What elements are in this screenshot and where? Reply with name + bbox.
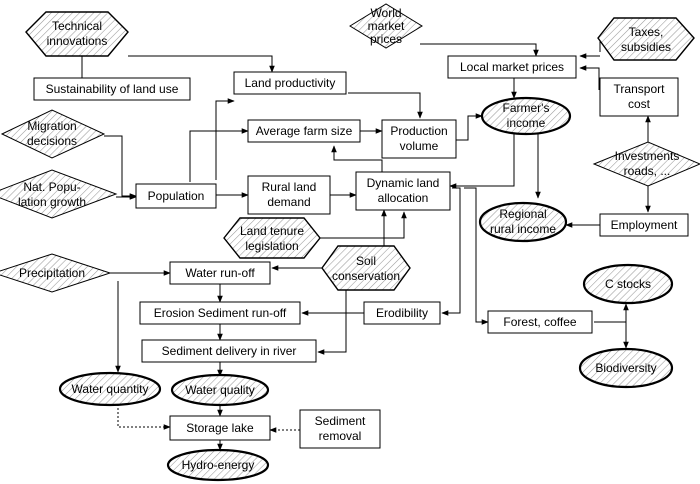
node-land-productivity: Land productivity [233, 71, 347, 95]
svg-text:Local market prices: Local market prices [460, 60, 564, 74]
edge-migration-population [104, 135, 137, 199]
svg-text:Precipitation: Precipitation [19, 266, 85, 280]
edge-dynalloc-farmsize [331, 145, 383, 172]
node-erosion-sediment-run-off: Erosion Sediment run-off [139, 301, 301, 325]
edge-soilcons-sediment [317, 290, 347, 355]
svg-text:Erosion Sediment run-off: Erosion Sediment run-off [154, 306, 287, 320]
edge-precip-storage [117, 404, 171, 430]
svg-text:Land productivity: Land productivity [245, 76, 336, 90]
edge-landprod-prodvol [348, 92, 423, 119]
node-population: Population [135, 183, 217, 209]
edge-techinnov-landprod [128, 55, 275, 73]
node-storage-lake: Storage lake [169, 415, 271, 441]
node-forest-coffee: Forest, coffee [487, 310, 593, 334]
node-sustainability-of-land-use: Sustainability of land use [33, 77, 191, 101]
svg-text:Average farm size: Average farm size [256, 124, 353, 138]
edge-taxes-localprice [580, 40, 601, 56]
svg-text:Sediment delivery in river: Sediment delivery in river [162, 344, 297, 358]
svg-text:C stocks: C stocks [605, 277, 651, 291]
svg-text:Forest, coffee: Forest, coffee [503, 315, 576, 329]
node-employment: Employment [599, 213, 689, 237]
svg-text:Water run-off: Water run-off [185, 266, 255, 280]
node-c-stocks: C stocks [582, 263, 674, 305]
svg-text:Biodiversity: Biodiversity [595, 361, 656, 375]
edge-landtenure-dynalloc [320, 211, 407, 239]
svg-text:Population: Population [148, 189, 205, 203]
edge-worldprice-localprice [420, 43, 539, 57]
node-water-run-off: Water run-off [169, 261, 271, 285]
node-erodibility: Erodibility [363, 301, 441, 325]
svg-text:Storage lake: Storage lake [186, 421, 254, 435]
svg-text:Water quantity: Water quantity [72, 382, 149, 396]
svg-text:Erodibility: Erodibility [376, 306, 428, 320]
svg-text:Employment: Employment [611, 218, 678, 232]
node-taxes-subsidies: Taxes,subsidies [597, 17, 695, 61]
node-precipitation: Precipitation [0, 253, 112, 293]
edge-income-dynalloc [449, 134, 515, 189]
edge-population-farmsize [189, 128, 249, 182]
node-water-quantity: Water quantity [58, 371, 162, 407]
edge-dynalloc-forest [464, 187, 489, 325]
node-local-market-prices: Local market prices [447, 55, 577, 79]
svg-text:Taxes,subsidies: Taxes,subsidies [621, 25, 671, 54]
svg-text:Nat. Popu-lation growth: Nat. Popu-lation growth [18, 180, 86, 209]
node-average-farm-size: Average farm size [247, 119, 361, 143]
node-sediment-delivery-in-river: Sediment delivery in river [141, 339, 317, 363]
edge-transport-localprice [579, 65, 600, 90]
node-nat-population-growth: Nat. Popu-lation growth [0, 169, 118, 219]
svg-text:Sustainability of land use: Sustainability of land use [46, 82, 179, 96]
svg-text:Water quality: Water quality [185, 383, 255, 397]
node-biodiversity: Biodiversity [578, 347, 674, 389]
node-water-quality: Water quality [170, 373, 270, 407]
node-hydro-energy: Hydro-energy [166, 448, 270, 482]
edge-prodvol-income [456, 113, 483, 141]
connectors [81, 40, 651, 451]
svg-text:Hydro-energy: Hydro-energy [182, 458, 255, 472]
edge-population-landprod [215, 98, 235, 180]
edge-dynalloc-erodibility [441, 187, 461, 316]
